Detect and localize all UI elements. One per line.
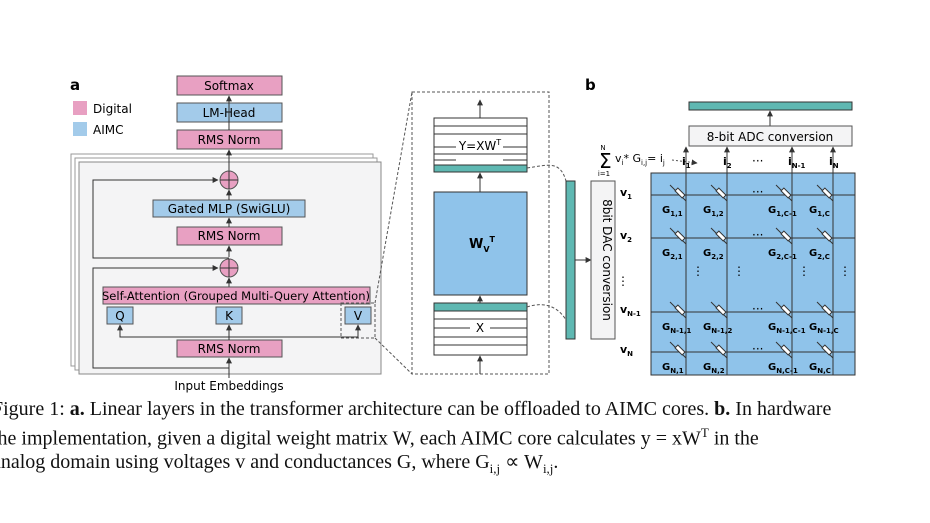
softmax-box: [176, 75, 283, 96]
current-label: i1: [682, 155, 691, 170]
memristor-cell: [775, 341, 793, 359]
memristor-cell: [669, 184, 687, 202]
v-box: [344, 306, 372, 325]
sum-pointer: [671, 159, 698, 166]
zoom-line-bottom: [374, 337, 413, 375]
gated-mlp-label: Gated MLP (SwiGLU): [168, 202, 291, 216]
legend-digital-swatch: [73, 101, 87, 115]
memristor-cell: [816, 184, 834, 202]
y-equation: Y=XWT: [458, 138, 501, 153]
memristor-cell: [710, 301, 728, 319]
residual-skip-bottom: [92, 265, 229, 369]
adc-label: 8-bit ADC conversion: [707, 130, 834, 144]
k-label: K: [225, 309, 234, 323]
sum-top: N: [600, 144, 605, 152]
legend-digital: Digital: [93, 102, 132, 116]
sum-symbol: Σ: [599, 149, 612, 173]
memristor-cell: [816, 341, 834, 359]
current-label: iN-1: [788, 155, 806, 170]
voltage-label: v1: [620, 186, 632, 201]
zoom-to-input-curve: [526, 304, 567, 321]
dac-box: [590, 180, 616, 340]
output-teal-bar: [433, 164, 528, 173]
rms-norm-bottom-label: RMS Norm: [198, 342, 261, 356]
weight-label: WVT: [469, 235, 496, 254]
ellipsis-horizontal: ···: [752, 302, 763, 316]
memristor-cell: [775, 301, 793, 319]
legend-aimc: AIMC: [93, 123, 123, 137]
input-teal-bar: [433, 302, 528, 312]
ellipsis-vertical: ⋮: [839, 264, 851, 278]
dac-label: 8bit DAC conversion: [600, 199, 614, 321]
ellipsis-horizontal: ···: [752, 228, 763, 242]
memristor-cell: [669, 341, 687, 359]
ellipsis-vertical: ⋮: [733, 264, 745, 278]
v-zoom-marker: [340, 302, 376, 339]
ellipsis-horizontal: ···: [752, 342, 763, 356]
ellipsis-vertical: ⋮: [798, 264, 810, 278]
memristor-cell: [710, 341, 728, 359]
figure-caption: Figure 1: a. Linear layers in the transf…: [0, 398, 930, 480]
voltage-label: vN: [620, 343, 633, 358]
sum-bottom: i=1: [598, 170, 610, 178]
rms-norm-top-label: RMS Norm: [198, 133, 261, 147]
memristor-cell: [775, 184, 793, 202]
caption-line-3: analog domain using voltages v and condu…: [0, 450, 559, 476]
memristor-cell: [775, 227, 793, 245]
sum-expression: vi* Gi,j= ij: [615, 152, 665, 167]
ellipsis-horizontal: ···: [752, 185, 763, 199]
softmax-label: Softmax: [204, 79, 254, 93]
self-attention-box: [102, 286, 371, 305]
voltage-label: vN-1: [620, 303, 641, 318]
crossbar-cells: [651, 146, 855, 375]
panel-a-label: a: [70, 76, 80, 94]
input-embeddings-label: Input Embeddings: [174, 379, 283, 393]
x-label: X: [476, 321, 484, 335]
memristor-cell: [816, 227, 834, 245]
q-label: Q: [115, 309, 124, 323]
k-box: [215, 306, 243, 325]
adc-box: [688, 125, 853, 147]
zoom-line-top: [374, 91, 413, 304]
residual-skip-top: [92, 177, 229, 259]
weight-matrix-block: [433, 191, 528, 296]
memristor-cell: [669, 301, 687, 319]
legend-aimc-swatch: [73, 122, 87, 136]
caption-line-1: Figure 1: a. Linear layers in the transf…: [0, 398, 832, 420]
ellipsis-voltages: ⋮: [617, 274, 629, 288]
crossbar-array: [650, 172, 856, 376]
caption-line-2: the implementation, given a digital weig…: [0, 425, 759, 450]
panel-b-label: b: [585, 76, 596, 94]
voltage-label: v2: [620, 229, 632, 244]
current-label: iN: [829, 155, 839, 170]
input-vector-bar: [565, 180, 576, 340]
self-attention-label: Self-Attention (Grouped Multi-Query Atte…: [102, 289, 370, 303]
memristor-cell: [710, 184, 728, 202]
memristor-cell: [669, 227, 687, 245]
current-label: i2: [723, 155, 732, 170]
memristor-cell: [816, 301, 834, 319]
output-vector-bar: [688, 101, 853, 111]
rms-norm-mid-label: RMS Norm: [198, 229, 261, 243]
zoom-to-output-curve: [526, 164, 567, 182]
q-box: [106, 306, 134, 325]
input-register: [433, 310, 528, 356]
v-label: V: [354, 309, 363, 323]
figure-diagram: a Digital AIMC Softmax LM-Head RMS Norm …: [70, 75, 856, 393]
ellipsis-vertical: ⋮: [692, 264, 704, 278]
ellipsis-currents: ···: [752, 154, 763, 168]
memristor-cell: [710, 227, 728, 245]
